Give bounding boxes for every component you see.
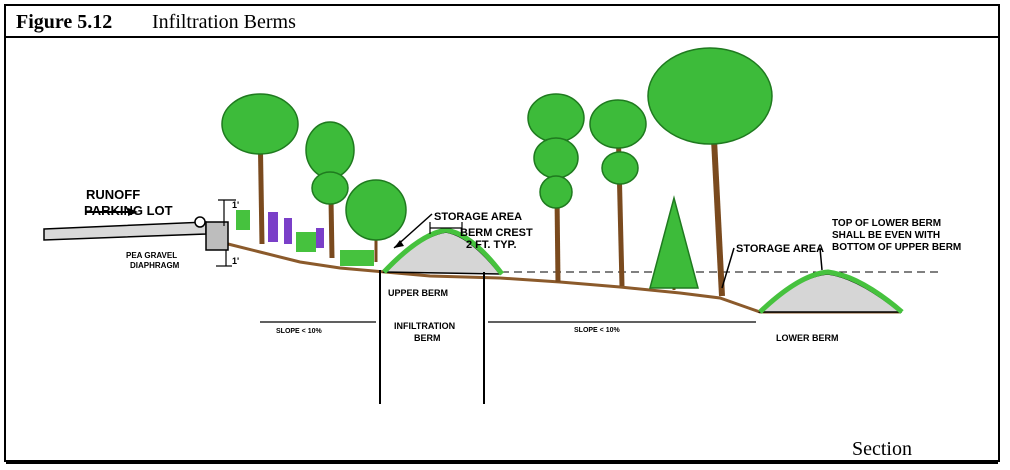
storage-area-lower-leader (721, 247, 735, 289)
curb-stop (194, 216, 206, 228)
top-lower-berm-label-1: TOP OF LOWER BERM (832, 218, 941, 229)
berm-crest-label: BERM CREST (460, 227, 533, 239)
figure-number: Figure 5.12 (16, 11, 113, 33)
storage-area-upper-arrowhead (394, 240, 404, 248)
runoff-arrowhead (128, 208, 138, 216)
storage-area-lower-label: STORAGE AREA (736, 243, 824, 255)
pea-gravel-diaphragm (205, 221, 229, 251)
tree-2 (305, 121, 355, 259)
tree-6-pine (649, 195, 699, 290)
bottom-rule (6, 462, 998, 464)
top-lower-berm-label-2: SHALL BE EVEN WITH (832, 230, 940, 241)
upper-berm-grass (382, 227, 504, 276)
flowers-group (236, 210, 374, 266)
section-label: Section (852, 438, 912, 460)
infiltration-label: INFILTRATION (394, 321, 455, 331)
figure-title: Infiltration Berms (152, 11, 296, 33)
figure-title-bar: Figure 5.12 Infiltration Berms (6, 6, 998, 38)
slope-left-label: SLOPE < 10% (276, 328, 322, 335)
top-lower-berm-label-3: BOTTOM OF UPPER BERM (832, 242, 961, 253)
dim-label-top: 1' (232, 200, 239, 210)
top-lower-berm-leader (819, 247, 823, 271)
dim-label-bottom: 1' (232, 256, 239, 266)
upper-berm-label: UPPER BERM (388, 288, 448, 298)
parking-lot-label: PARKING LOT (84, 203, 173, 218)
runoff-label: RUNOFF (86, 187, 140, 202)
storage-area-upper-label: STORAGE AREA (434, 211, 522, 223)
infiltration-berm-label: BERM (414, 333, 441, 343)
lower-berm-label: LOWER BERM (776, 333, 839, 343)
tree-1 (221, 93, 299, 245)
parking-lot-slab (43, 221, 207, 241)
tree-7 (647, 47, 773, 297)
slope-right-label: SLOPE < 10% (574, 327, 620, 334)
tree-4 (527, 93, 585, 283)
berm-crest-width-label: 2 FT. TYP. (466, 239, 517, 251)
ground-profile (227, 242, 900, 314)
tree-3-shrub (345, 179, 407, 262)
tree-5 (589, 99, 647, 287)
figure-frame: Figure 5.12 Infiltration Berms (4, 4, 1000, 462)
lower-berm-grass (758, 269, 904, 314)
pea-gravel-label: PEA GRAVEL (126, 251, 177, 260)
diaphragm-label: DIAPHRAGM (130, 261, 180, 270)
